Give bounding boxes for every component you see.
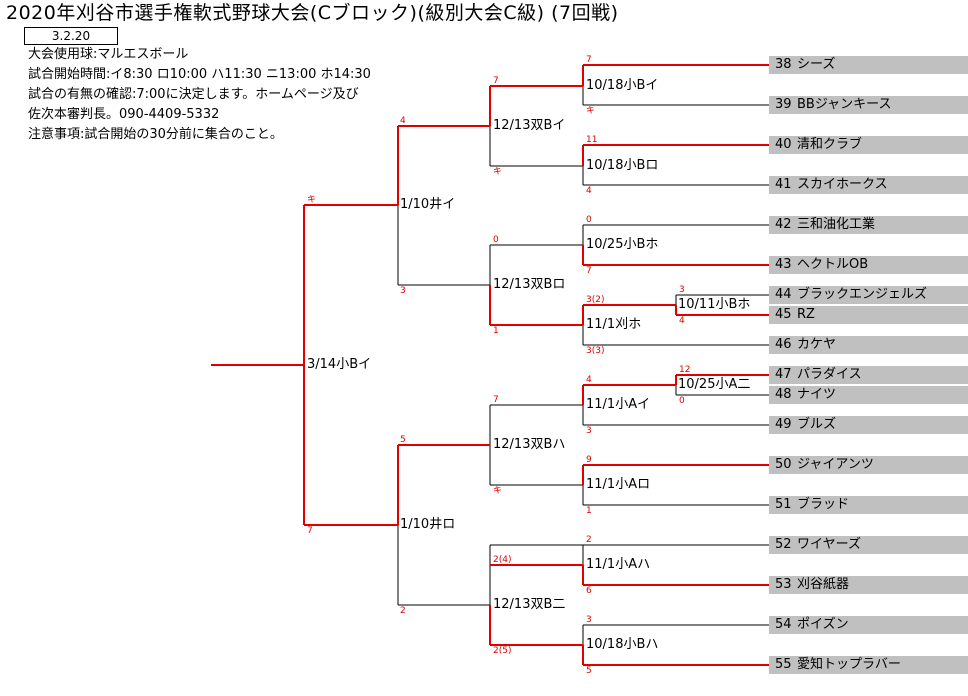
- score-38: 7: [586, 55, 592, 65]
- score-53: 6: [586, 586, 592, 596]
- score-54: 3: [586, 615, 592, 625]
- score-55: 5: [586, 666, 592, 676]
- score-52: 2: [586, 535, 592, 545]
- match-r1-8: 10/18小Bハ: [586, 637, 659, 652]
- info-notes: 注意事項:試合開始の30分前に集合のこと。: [28, 127, 283, 142]
- score-41: 4: [586, 186, 592, 196]
- match-r1-5: 11/1小Aイ: [586, 397, 651, 412]
- score-43: 7: [586, 266, 592, 276]
- match-47-48: 10/25小A二: [678, 377, 751, 392]
- score-final-top: キ: [307, 195, 317, 205]
- score-40: 11: [586, 135, 598, 145]
- info-ball: 大会使用球:マルエスボール: [28, 47, 189, 62]
- score-46: 3(3): [586, 346, 605, 356]
- score-r3-1-bottom: 3: [400, 286, 406, 296]
- score-48: 0: [679, 396, 685, 406]
- score-r2-3-bottom: キ: [493, 486, 503, 496]
- score-44: 3: [679, 285, 685, 295]
- page-title: 2020年刈谷市選手権軟式野球大会(Cブロック)(級別大会C級) (7回戦): [6, 2, 619, 24]
- score-r3-2-bottom: 2: [400, 606, 406, 616]
- score-42: 0: [586, 215, 592, 225]
- score-r2-1-bottom: キ: [493, 167, 503, 177]
- score-50: 9: [586, 455, 592, 465]
- match-r3-1: 1/10井イ: [400, 197, 456, 212]
- match-r3-2: 1/10井ロ: [400, 517, 456, 532]
- match-r2-1: 12/13双Bイ: [493, 118, 566, 133]
- info-confirmation: 試合の有無の確認:7:00に決定します。ホームページ及び: [28, 87, 359, 102]
- match-r1-7: 11/1小Aハ: [586, 557, 651, 572]
- score-r2-4-top: 2(4): [493, 555, 512, 565]
- match-r1-3: 10/25小Bホ: [586, 237, 659, 252]
- score-44-45-winner: 3(2): [586, 295, 605, 305]
- match-44-45: 10/11小Bホ: [678, 297, 751, 312]
- score-r3-1-top: 4: [400, 116, 406, 126]
- score-r2-1-top: 7: [493, 76, 499, 86]
- score-r2-2-top: 0: [493, 235, 499, 245]
- match-r1-1: 10/18小Bイ: [586, 78, 659, 93]
- score-r2-4-bottom: 2(5): [493, 646, 512, 656]
- match-r2-3: 12/13双Bハ: [493, 437, 566, 452]
- score-47: 12: [679, 365, 691, 375]
- info-start-times: 試合開始時間:イ8:30 ロ10:00 ハ11:30 ニ13:00 ホ14:30: [28, 67, 371, 82]
- info-contact: 佐次本審判長。090-4409-5332: [28, 107, 220, 122]
- score-final-bottom: 7: [307, 526, 313, 536]
- score-51: 1: [586, 506, 592, 516]
- score-39: キ: [586, 106, 596, 116]
- match-final: 3/14小Bイ: [307, 357, 372, 372]
- score-r3-2-top: 5: [400, 435, 406, 445]
- score-47-48-winner: 4: [586, 375, 592, 385]
- score-r2-2-bottom: 1: [493, 326, 499, 336]
- match-r2-2: 12/13双Bロ: [493, 277, 566, 292]
- match-r1-6: 11/1小Aロ: [586, 477, 651, 492]
- date-box: 3.2.20: [24, 27, 118, 45]
- score-49: 3: [586, 426, 592, 436]
- match-r2-4: 12/13双B二: [493, 597, 566, 612]
- score-45: 4: [679, 316, 685, 326]
- match-r1-4: 11/1刈ホ: [586, 317, 642, 332]
- match-r1-2: 10/18小Bロ: [586, 158, 659, 173]
- score-r2-3-top: 7: [493, 395, 499, 405]
